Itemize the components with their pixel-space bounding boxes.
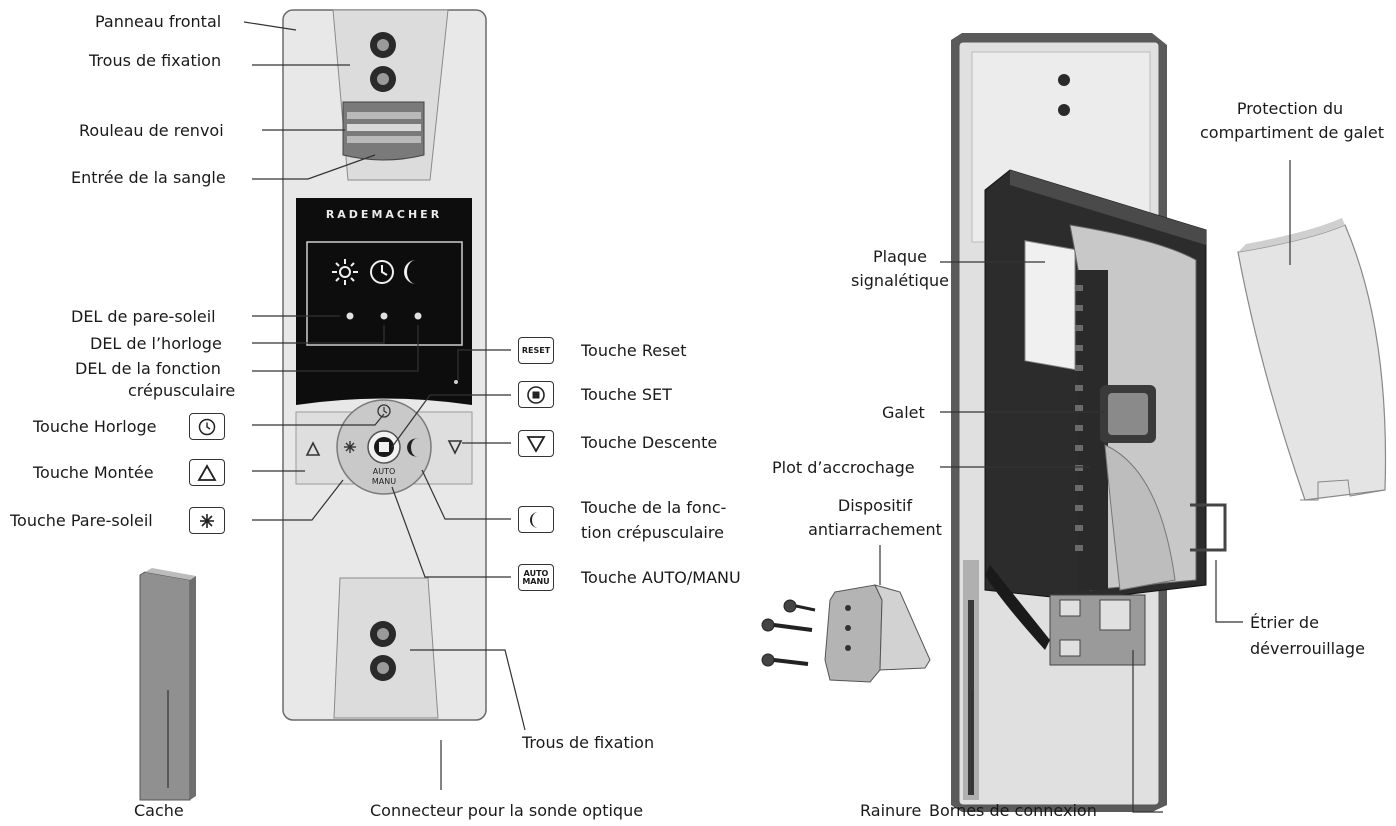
label-rainure: Rainure bbox=[860, 801, 922, 820]
gear bbox=[1075, 270, 1156, 590]
led-moon bbox=[414, 312, 422, 320]
brand-logo: RADEMACHER bbox=[325, 208, 443, 221]
label-touche-descente: Touche Descente bbox=[581, 433, 718, 452]
moon-icon bbox=[404, 260, 416, 284]
label-entree-sangle: Entrée de la sangle bbox=[71, 168, 226, 187]
key-set[interactable] bbox=[518, 381, 554, 408]
label-del-horloge: DEL de l’horloge bbox=[90, 334, 222, 353]
down-arrow-icon bbox=[526, 435, 546, 453]
set-icon bbox=[527, 385, 545, 404]
key-auto-manu[interactable]: AUTO MANU bbox=[518, 564, 554, 591]
motor-unit bbox=[984, 169, 1227, 666]
label-plot: Plot d’accrochage bbox=[772, 458, 915, 477]
down-arrow-icon bbox=[447, 440, 463, 455]
label-touche-crep-1: Touche de la fonc- bbox=[581, 498, 727, 517]
connection-terminals bbox=[1049, 594, 1146, 666]
protection-cover bbox=[1237, 218, 1387, 501]
label-touche-horloge: Touche Horloge bbox=[33, 417, 157, 436]
label-etrier-1: Étrier de bbox=[1250, 613, 1319, 632]
roller bbox=[342, 101, 425, 161]
screws bbox=[761, 599, 816, 667]
label-touche-montee: Touche Montée bbox=[33, 463, 154, 482]
key-descente[interactable] bbox=[518, 430, 554, 457]
key-pare-soleil[interactable] bbox=[189, 507, 225, 534]
nameplate bbox=[1024, 240, 1076, 371]
mounting-hole-top-2 bbox=[370, 66, 396, 92]
label-protection-1: Protection du bbox=[1236, 99, 1344, 118]
label-protection-2: compartiment de galet bbox=[1200, 123, 1384, 142]
sun-icon bbox=[200, 513, 214, 528]
label-cache: Cache bbox=[134, 801, 184, 820]
key-montee[interactable] bbox=[189, 459, 225, 486]
label-touche-set: Touche SET bbox=[581, 385, 672, 404]
label-plaque-2: signalétique bbox=[850, 271, 950, 290]
label-rouleau: Rouleau de renvoi bbox=[79, 121, 224, 140]
label-bornes: Bornes de connexion bbox=[929, 801, 1097, 820]
up-arrow-icon bbox=[197, 463, 217, 481]
clock-icon bbox=[370, 260, 394, 284]
mounting-hole-top-1 bbox=[370, 32, 396, 58]
key-crepusculaire[interactable] bbox=[518, 506, 554, 533]
up-arrow-icon bbox=[305, 441, 321, 456]
cover-piece bbox=[139, 568, 196, 801]
label-etrier-2: déverrouillage bbox=[1250, 639, 1365, 658]
release-bracket bbox=[1190, 503, 1227, 552]
label-dispositif-2: antiarrachement bbox=[808, 520, 942, 539]
label-touche-crep-2: tion crépusculaire bbox=[581, 523, 724, 542]
control-wheel[interactable] bbox=[336, 399, 432, 495]
label-touche-reset: Touche Reset bbox=[581, 341, 687, 360]
display-panel bbox=[296, 198, 472, 405]
wheel-manu-text: MANU bbox=[372, 477, 396, 486]
label-touche-pare-soleil: Touche Pare-soleil bbox=[10, 511, 153, 530]
wheel-auto-text: AUTO bbox=[373, 467, 396, 476]
sun-icon bbox=[332, 259, 358, 285]
front-panel: AUTO MANU bbox=[282, 9, 487, 721]
key-horloge[interactable] bbox=[189, 413, 225, 440]
label-connecteur: Connecteur pour la sonde optique bbox=[370, 801, 644, 820]
key-reset[interactable]: RESET bbox=[518, 337, 554, 364]
reset-text: RESET bbox=[521, 345, 551, 355]
label-panneau-frontal: Panneau frontal bbox=[95, 12, 222, 31]
manu-text: MANU bbox=[522, 576, 550, 586]
auto-text: AUTO bbox=[523, 568, 549, 578]
label-del-fonction-1: DEL de la fonction bbox=[75, 359, 221, 378]
anti-tear-device bbox=[824, 584, 931, 683]
label-touche-auto: Touche AUTO/MANU bbox=[581, 568, 741, 587]
mounting-hole-bottom-2 bbox=[370, 655, 396, 681]
label-trous-fixation-top: Trous de fixation bbox=[89, 51, 222, 70]
mounting-hole-bottom-1 bbox=[370, 621, 396, 647]
label-plaque-1: Plaque bbox=[872, 247, 928, 266]
label-galet: Galet bbox=[882, 403, 925, 422]
led-sun bbox=[346, 312, 354, 320]
label-del-pare-soleil: DEL de pare-soleil bbox=[71, 307, 216, 326]
label-dispositif-1: Dispositif bbox=[837, 496, 913, 515]
label-del-fonction-2: crépusculaire bbox=[128, 381, 236, 400]
clock-icon bbox=[198, 418, 216, 435]
label-trous-fixation-bottom: Trous de fixation bbox=[522, 733, 655, 752]
led-clock bbox=[380, 312, 388, 320]
moon-icon bbox=[530, 511, 538, 528]
